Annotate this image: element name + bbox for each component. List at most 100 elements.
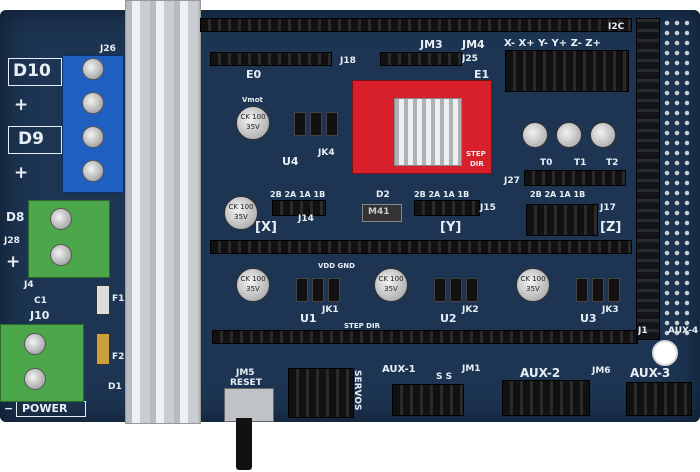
t1-label: T1	[574, 158, 587, 168]
screw	[50, 208, 72, 230]
minus-label: −	[4, 402, 14, 415]
f1-label: F1	[112, 294, 125, 304]
endstop-labels: X- X+ Y- Y+ Z- Z+	[504, 38, 601, 49]
x-motor-header	[272, 200, 326, 216]
d9-label-box	[8, 126, 62, 154]
aux4-label: AUX-4	[668, 326, 699, 336]
mid-header	[210, 240, 632, 254]
reset-button-housing	[224, 388, 274, 422]
screw	[82, 92, 104, 114]
jumper[interactable]	[466, 278, 478, 302]
j10-label: J10	[30, 309, 50, 322]
m41-label: M41	[368, 207, 390, 217]
u1-label: U1	[300, 312, 317, 325]
e1-header	[380, 52, 462, 66]
e0-header	[210, 52, 332, 66]
j1-label: J1	[638, 326, 648, 336]
dir-label: DIR	[470, 160, 484, 168]
jk3-label: JK3	[602, 305, 619, 315]
driver-heatsink	[394, 98, 462, 166]
u3-label: U3	[580, 312, 597, 325]
f2-label: F2	[112, 352, 125, 362]
j26-label: J26	[100, 44, 116, 54]
u2-label: U2	[440, 312, 457, 325]
j14-label: J14	[298, 214, 314, 224]
ss-label: S S	[436, 372, 453, 382]
capacitor	[556, 122, 582, 148]
z-pins-label: 2B 2A 1A 1B	[530, 190, 586, 199]
aux1-label: AUX-1	[382, 364, 416, 375]
aux4-pins	[662, 18, 692, 338]
aux3-label: AUX-3	[630, 366, 671, 380]
jumper[interactable]	[294, 112, 306, 136]
x-axis-label: [X]	[255, 220, 277, 235]
jm1-label: JM1	[462, 364, 481, 374]
capacitor	[522, 122, 548, 148]
d9-label: D9	[18, 129, 44, 149]
jm3-label: JM3	[420, 38, 443, 51]
servos-header	[288, 368, 354, 418]
reset-button[interactable]	[236, 418, 252, 470]
z-motor-header	[526, 204, 598, 236]
jumper[interactable]	[576, 278, 588, 302]
thermistor-header	[524, 170, 626, 186]
j4-label: J4	[24, 280, 34, 290]
reset-label: RESET	[230, 378, 262, 388]
aux4-header	[636, 18, 660, 340]
bottom-header	[212, 330, 638, 344]
mounting-hole	[652, 340, 678, 366]
e1-label: E1	[474, 68, 490, 81]
j27-label: J27	[504, 176, 520, 186]
capacitor: CK 100 35V	[236, 106, 270, 140]
step-dir-label: STEP DIR	[344, 322, 380, 330]
z-axis-label: [Z]	[600, 220, 622, 235]
d1-label: D1	[108, 382, 122, 392]
jumper[interactable]	[296, 278, 308, 302]
jumper[interactable]	[434, 278, 446, 302]
j25-label: J25	[462, 54, 478, 64]
jumper[interactable]	[592, 278, 604, 302]
i2c-label: I2C	[608, 22, 625, 32]
d10-label-box	[8, 58, 62, 86]
j15-label: J15	[480, 203, 496, 213]
capacitor: CK 100 35V	[224, 196, 258, 230]
t0-label: T0	[540, 158, 553, 168]
jumper[interactable]	[312, 278, 324, 302]
capacitor	[590, 122, 616, 148]
jumper[interactable]	[328, 278, 340, 302]
aux2-header	[502, 380, 590, 416]
fuse-f1	[96, 285, 110, 315]
screw	[82, 160, 104, 182]
j28-label: J28	[4, 236, 20, 246]
fuse-f2	[96, 333, 110, 365]
jumper[interactable]	[326, 112, 338, 136]
endstop-header	[505, 50, 629, 92]
screw	[82, 58, 104, 80]
y-axis-label: [Y]	[440, 220, 462, 235]
x-pins-label: 2B 2A 1A 1B	[270, 190, 326, 199]
d8-label: D8	[6, 210, 25, 224]
u4-label: U4	[282, 155, 299, 168]
heatsink	[125, 0, 201, 424]
jk2-label: JK2	[462, 305, 479, 315]
step-label: STEP	[466, 150, 486, 158]
y-motor-header	[414, 200, 480, 216]
aux3-header	[626, 382, 692, 416]
jumper[interactable]	[450, 278, 462, 302]
plus-label: +	[6, 252, 21, 272]
e0-label: E0	[246, 68, 262, 81]
jumper[interactable]	[310, 112, 322, 136]
aux1-header	[392, 384, 464, 416]
plus-label: +	[14, 163, 29, 183]
jm4-label: JM4	[462, 38, 485, 51]
top-header	[200, 18, 632, 32]
vmot-label: Vmot	[242, 96, 263, 104]
j17-label: J17	[600, 203, 616, 213]
jm5-label: JM5	[236, 368, 255, 378]
y-pins-label: 2B 2A 1A 1B	[414, 190, 470, 199]
jk1-label: JK1	[322, 305, 339, 315]
d2-label: D2	[376, 190, 390, 200]
servos-label: SERVOS	[352, 370, 362, 411]
jumper[interactable]	[608, 278, 620, 302]
